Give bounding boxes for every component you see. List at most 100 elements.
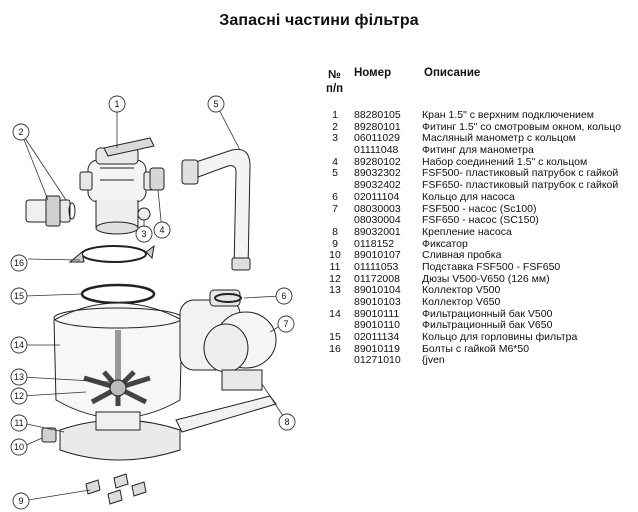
part-description: Болты с гайкой М6*50 xyxy=(422,342,530,355)
part-number: 13 xyxy=(329,284,341,297)
filter-exploded-diagram: 1 2 3 4 5 6 7 8 9 10 11 12 13 14 15 16 xyxy=(10,95,296,510)
callout-6: 6 xyxy=(281,291,286,301)
parts-table: № п/п Номер Описание 1 88280105 Кран 1.5" … xyxy=(318,66,634,367)
callout-1: 1 xyxy=(114,99,119,109)
pump-drawing xyxy=(179,289,277,391)
part-code: 89280101 xyxy=(354,120,401,133)
part-number: 10 xyxy=(329,249,341,262)
part-code: 89010110 xyxy=(354,319,400,332)
part-code: 89010111 xyxy=(354,307,400,320)
part-description: Набор соединений 1.5" с кольцом xyxy=(422,155,588,168)
clamp-ring-drawing xyxy=(68,244,155,263)
part-code: 89010107 xyxy=(354,249,401,262)
header-num: № п/п xyxy=(326,69,344,95)
table-row: 13 89010104 Коллектор V500 xyxy=(318,285,634,297)
callout-5: 5 xyxy=(213,99,218,109)
part-code: 01172008 xyxy=(354,272,400,285)
part-number: 7 xyxy=(332,202,338,215)
part-code: 88280105 xyxy=(354,109,401,121)
page-title: Запасні частини фільтра xyxy=(219,12,419,29)
drain-plug-drawing xyxy=(41,427,57,443)
table-row: 11 01111053 Подставка FSF500 - FSF650 xyxy=(318,260,634,274)
part-description: Фиксатор xyxy=(422,237,468,250)
part-description: {jven xyxy=(422,354,445,367)
part-description: Подставка FSF500 - FSF650 xyxy=(422,260,561,273)
callout-15: 15 xyxy=(14,291,24,301)
part-description: FSF650- пластиковый патрубок с гайкой xyxy=(422,179,619,192)
table-row: 4 89280102 Набор соединений 1.5" с кольцом xyxy=(318,155,634,169)
part-code: 08030004 xyxy=(354,214,401,227)
part-number: 5 xyxy=(332,167,338,180)
part-code: 89032001 xyxy=(354,225,401,238)
part-code: 89010119 xyxy=(354,342,400,355)
part-number: 11 xyxy=(329,260,341,273)
callout-8: 8 xyxy=(284,417,289,427)
part-description: Фильтрационный бак V500 xyxy=(422,307,553,320)
callout-16: 16 xyxy=(14,258,24,268)
part-description: Коллектор V650 xyxy=(422,296,501,308)
part-number: 15 xyxy=(329,331,341,344)
part-number: 16 xyxy=(329,342,341,355)
callout-3: 3 xyxy=(141,229,146,239)
callout-9: 9 xyxy=(18,496,23,506)
part-number: 2 xyxy=(332,120,338,133)
part-description: Сливная пробка xyxy=(422,249,502,262)
part-code: 89032302 xyxy=(354,167,401,180)
multiport-valve-drawing xyxy=(79,137,155,235)
table-row: 08030004 FSF650 - насос (SC150) xyxy=(318,214,634,227)
neck-oring-drawing xyxy=(80,283,156,305)
part-description: FSF500- пластиковый патрубок с гайкой xyxy=(422,167,619,180)
part-description: Кран 1.5" с верхним подключением xyxy=(422,109,594,121)
part-description: Фильтрационный бак V650 xyxy=(422,319,553,332)
part-code: 89010103 xyxy=(354,296,401,308)
part-description: Масляный манометр с кольцом xyxy=(422,132,576,145)
callout-13: 13 xyxy=(14,372,24,382)
table-row: 01111048 Фитинг для манометра xyxy=(318,144,634,157)
table-row: 2 89280101 Фитинг 1.5" со смотровым окном,… xyxy=(318,120,634,134)
part-number: 9 xyxy=(332,237,338,250)
part-code: 89280102 xyxy=(354,155,401,168)
part-description: Коллектор V500 xyxy=(422,284,501,297)
part-description: FSF650 - насос (SC150) xyxy=(422,214,539,227)
filter-base-drawing xyxy=(59,395,277,461)
part-code: 08030003 xyxy=(354,202,401,215)
filter-tank-drawing xyxy=(53,302,183,419)
part-number: 1 xyxy=(332,109,338,121)
part-number: 8 xyxy=(332,225,338,238)
fixators-drawing xyxy=(85,473,147,505)
part-number: 12 xyxy=(329,272,341,285)
table-row: 16 89010119 Болты с гайкой М6*50 xyxy=(318,342,634,356)
table-row: 5 89032302 FSF500- пластиковый патрубок с … xyxy=(318,168,634,180)
part-number: 14 xyxy=(329,307,341,320)
part-code: 01111048 xyxy=(354,144,399,157)
callout-7: 7 xyxy=(283,319,288,329)
part-description: Дюзы V500-V650 (126 мм) xyxy=(422,272,550,285)
part-description: Кольцо для горловины фильтра xyxy=(422,331,578,344)
part-description: FSF500 - насос (Sc100) xyxy=(422,202,537,215)
part-description: Фитинг 1.5" со смотровым окном, кольцо xyxy=(422,120,622,133)
part-description: Фитинг для манометра xyxy=(422,144,534,157)
parts-table-body: 1 88280105 Кран 1.5" с верхним подключение… xyxy=(318,109,634,367)
callout-10: 10 xyxy=(14,442,24,452)
part-description: Кольцо для насоса xyxy=(422,190,515,203)
part-number: 4 xyxy=(332,155,338,168)
part-number: 6 xyxy=(332,190,338,203)
table-row: 89010110 Фильтрационный бак V650 xyxy=(318,320,634,332)
part-code: 01271010 xyxy=(354,354,401,367)
part-description: Крепление насоса xyxy=(422,225,512,238)
plastic-pipe-drawing xyxy=(149,148,251,271)
pump-oring-drawing xyxy=(214,293,242,303)
table-row: 12 01172008 Дюзы V500-V650 (126 мм) xyxy=(318,272,634,286)
callout-14: 14 xyxy=(14,340,24,350)
part-code: 06011029 xyxy=(354,132,400,145)
callout-4: 4 xyxy=(159,225,164,235)
part-code: 01111053 xyxy=(354,260,399,273)
table-row: 10 89010107 Сливная пробка xyxy=(318,250,634,262)
parts-table-header: № п/п Номер Описание xyxy=(318,66,634,110)
callout-12: 12 xyxy=(14,391,24,401)
table-row: 8 89032001 Крепление насоса xyxy=(318,225,634,239)
part-code: 89010104 xyxy=(354,284,401,297)
